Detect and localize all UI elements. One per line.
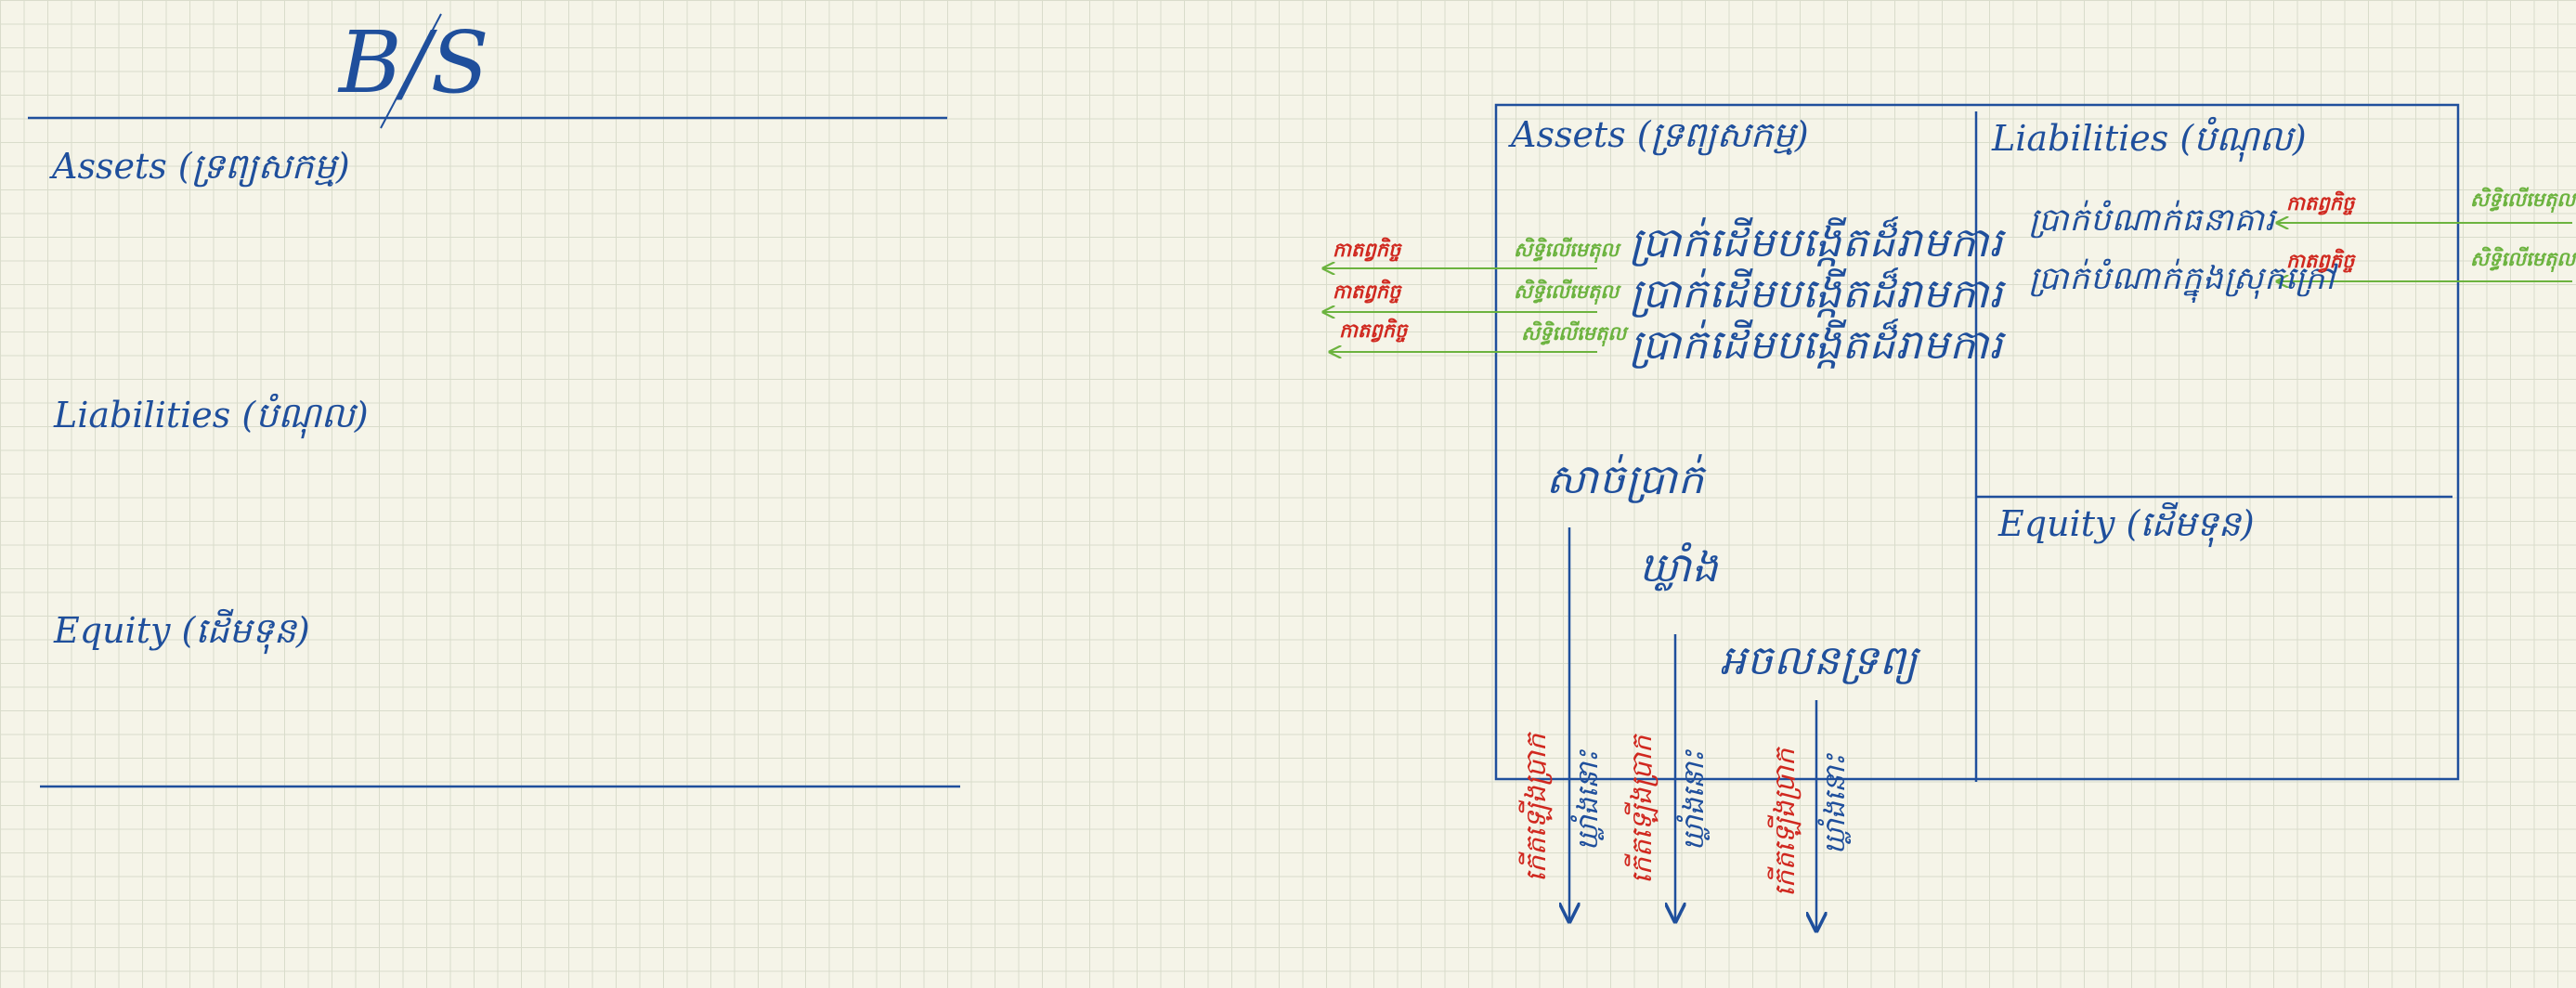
right-liabilities-label: Liabilities (បំណុល) <box>1992 118 2307 159</box>
asset-far-tag-1: កាតព្វកិច្ច <box>1333 238 1401 261</box>
goods-vertical-blue: ឃ្លាំងនោះ <box>1678 750 1711 852</box>
liability-red-tag-2: កាតព្វកិច្ច <box>2286 249 2355 272</box>
equipment-vertical-blue: ឃ្លាំងនោះ <box>1819 754 1852 855</box>
liability-green-tag-2: សិទ្ធិលើមេតុល <box>2470 247 2576 270</box>
equipment-vertical-red: កើតឡើងប្រាក <box>1769 748 1802 897</box>
cash-vertical-blue: ឃ្លាំងនោះ <box>1572 750 1605 852</box>
left-assets-label: Assets (ទ្រព្យសកម្ម) <box>52 146 350 187</box>
asset-item-1: ប្រាក់ដើមបង្កើតដ៏រាមការ <box>1630 219 2004 266</box>
equipment-label: អចលនទ្រព្យ <box>1720 637 1919 684</box>
right-equity-label: Equity (ដើមទុន) <box>1998 503 2255 544</box>
asset-far-tag-2: កាតព្វកិច្ច <box>1333 280 1401 303</box>
asset-right-tag-2: សិទ្ធិលើមេតុល <box>1514 280 1620 303</box>
asset-item-3: ប្រាក់ដើមបង្កើតដ៏រាមការ <box>1630 321 2004 369</box>
liability-item-2: ប្រាក់បំណាក់ក្នុងស្រុកក្រៅ <box>2029 260 2336 297</box>
liability-green-tag-1: សិទ្ធិលើមេតុល <box>2470 188 2576 211</box>
right-assets-label: Assets (ទ្រព្យសកម្ម) <box>1511 114 1809 155</box>
goods-label: ឃ្លាំង <box>1639 544 1719 592</box>
left-liabilities-label: Liabilities (បំណុល) <box>54 395 369 436</box>
bs-title-slash <box>380 13 442 129</box>
asset-item-2: ប្រាក់ដើមបង្កើតដ៏រាមការ <box>1630 270 2004 318</box>
liability-red-tag-1: កាតព្វកិច្ច <box>2286 191 2355 214</box>
cash-vertical-red: កើតឡើងប្រាក <box>1520 734 1553 882</box>
asset-far-tag-3: កាតព្វកិច្ច <box>1339 318 1408 342</box>
goods-vertical-red: កើតឡើងប្រាក <box>1626 735 1659 884</box>
cash-label: សាច់ប្រាក់ <box>1546 456 1705 503</box>
asset-right-tag-3: សិទ្ធិលើមេតុល <box>1521 321 1627 344</box>
left-equity-label: Equity (ដើមទុន) <box>54 610 310 651</box>
bs-title: B/S <box>339 13 489 112</box>
liability-item-1: ប្រាក់បំណាក់ធនាគារ <box>2029 202 2276 239</box>
asset-right-tag-1: សិទ្ធិលើមេតុល <box>1514 238 1620 261</box>
